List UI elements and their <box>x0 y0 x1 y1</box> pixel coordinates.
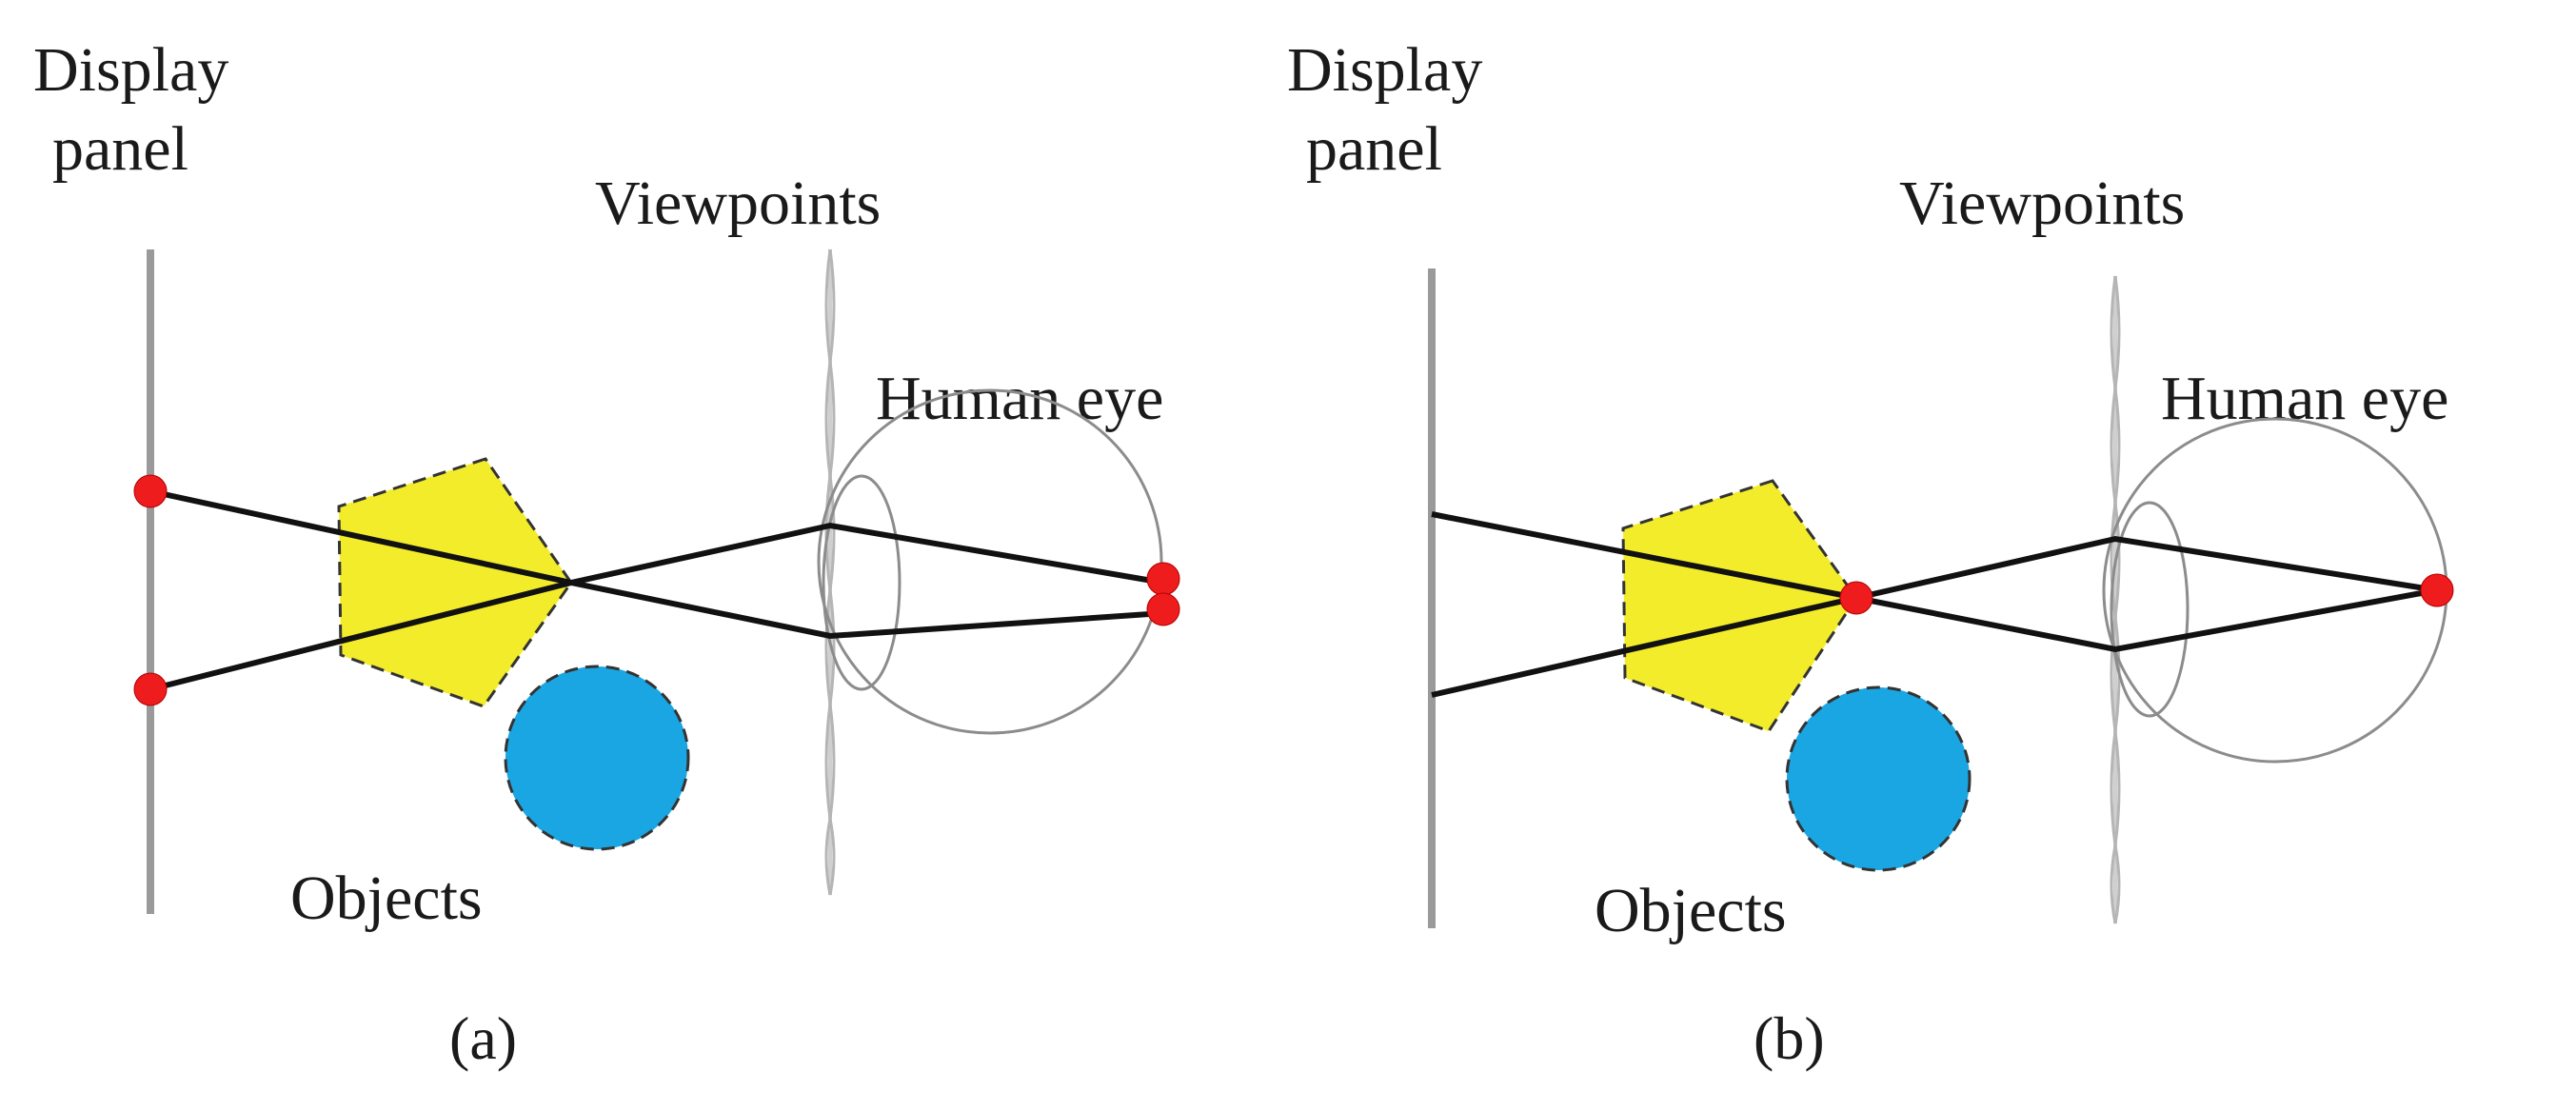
viewpoint-lens-array <box>2110 275 2121 924</box>
eyeball-outline <box>2102 417 2448 764</box>
retina-point-lower <box>1146 592 1180 626</box>
objects-label: Objects <box>1595 876 1787 945</box>
human-eye-label: Human eye <box>876 364 1163 433</box>
ray-lower-source <box>1431 535 2438 698</box>
ray-upper-source <box>1431 511 2438 653</box>
ray-lower-source <box>149 522 1164 692</box>
pentagon-object <box>1621 479 1858 733</box>
ray-upper-source <box>149 488 1164 640</box>
retina-point-upper <box>1146 562 1180 596</box>
viewpoints-label: Viewpoints <box>1899 169 2185 238</box>
display-panel-label-line2: panel <box>1306 114 1442 184</box>
display-panel-label-line1: Display <box>33 35 228 105</box>
viewpoint-lens-array <box>824 248 836 896</box>
sphere-object <box>1785 685 1972 872</box>
panel-pixel-lower <box>133 672 168 706</box>
objects-label: Objects <box>290 864 483 933</box>
display-panel-label-line2: panel <box>52 114 188 184</box>
eye-lens-outline <box>822 474 902 691</box>
caption-a: (a) <box>449 1004 517 1072</box>
panel-pixel-upper <box>133 474 168 508</box>
display-panel-label-line1: Display <box>1287 35 1482 105</box>
pentagon-object <box>337 457 573 708</box>
caption-b: (b) <box>1754 1004 1825 1072</box>
retina-point <box>2420 573 2454 607</box>
eye-lens-outline <box>2110 501 2190 718</box>
panel-a: Display panel Viewpoints Human eye Objec… <box>33 35 1180 1072</box>
sphere-object <box>504 665 690 851</box>
viewpoints-label: Viewpoints <box>595 169 881 238</box>
eyeball-outline <box>817 388 1163 735</box>
object-point <box>1839 581 1873 615</box>
panel-b: Display panel Viewpoints Human eye Objec… <box>1287 35 2454 1072</box>
